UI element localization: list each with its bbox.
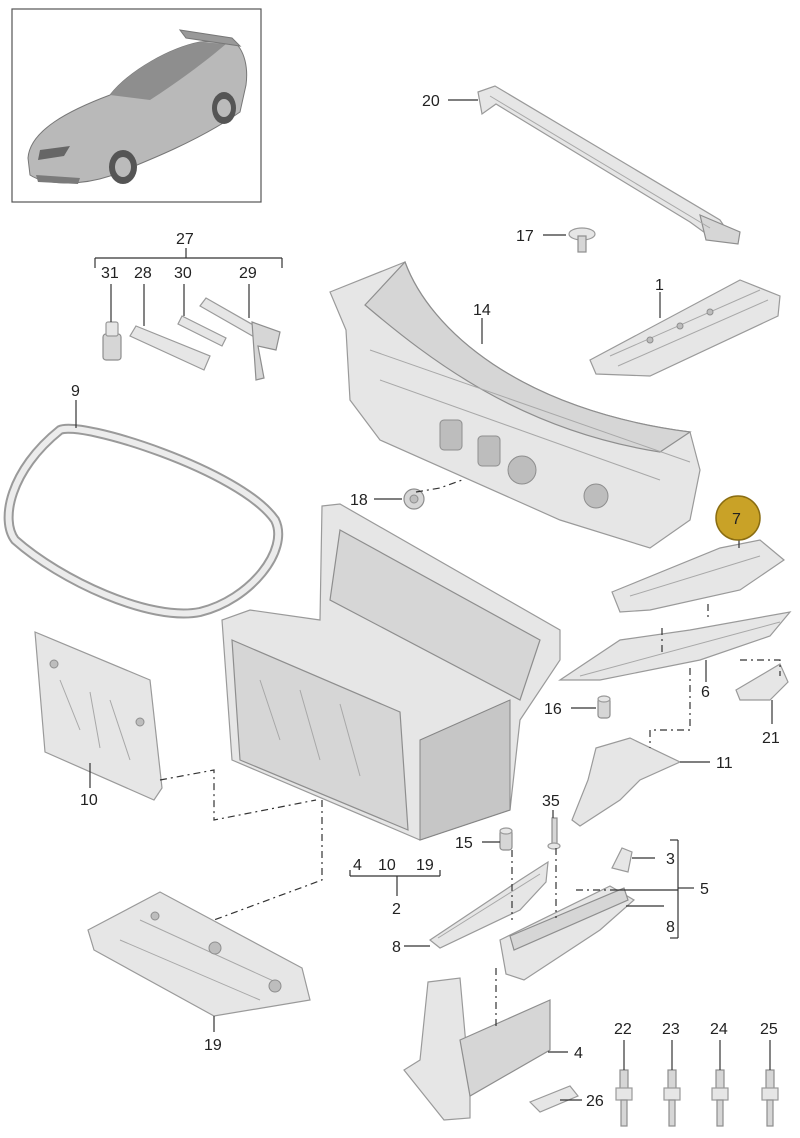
label-18: 18 [350, 492, 368, 509]
part-2-rear-module [221, 503, 561, 841]
label-21: 21 [762, 730, 780, 747]
part-9-frame-seal [3, 423, 284, 619]
vehicle-thumbnail [11, 8, 262, 203]
label-8-right: 8 [666, 919, 675, 936]
label-3: 3 [666, 851, 675, 868]
label-30: 30 [174, 265, 192, 282]
tool-28-tube [129, 325, 211, 371]
part-1-panel [589, 279, 781, 377]
label-31: 31 [101, 265, 119, 282]
label-9: 9 [71, 383, 80, 400]
part-35-bolt [547, 817, 561, 850]
part-21-bracket [735, 663, 789, 701]
part-5-rail-assembly [499, 885, 636, 981]
label-24: 24 [710, 1021, 728, 1038]
rivet-22 [615, 1069, 633, 1127]
label-29: 29 [239, 265, 257, 282]
part-11-support [571, 737, 682, 827]
part-3-plate [611, 847, 633, 873]
label-2-sub-4: 4 [353, 857, 362, 874]
label-5: 5 [700, 881, 709, 898]
part-4-pillar [403, 977, 551, 1121]
label-11: 11 [716, 755, 733, 772]
part-8-rail-left [428, 860, 549, 949]
part-15-spacer [499, 827, 513, 851]
label-20: 20 [422, 93, 440, 110]
part-6-rail [558, 611, 792, 681]
tool-29-gun [199, 297, 281, 381]
part-18-grommet [403, 488, 425, 510]
label-35: 35 [542, 793, 560, 810]
part-20-cross-brace [477, 85, 741, 245]
label-19: 19 [204, 1037, 222, 1054]
part-17-screw [568, 227, 596, 253]
label-4: 4 [574, 1045, 583, 1062]
leader-lines [75, 99, 773, 1101]
tool-31-bottle [102, 321, 122, 361]
label-25: 25 [760, 1021, 778, 1038]
label-7: 7 [732, 511, 741, 528]
part-26-clip [528, 1085, 579, 1113]
highlight-badge-7 [715, 495, 761, 541]
part-14-bulkhead [329, 260, 701, 549]
label-26: 26 [586, 1093, 604, 1110]
label-23: 23 [662, 1021, 680, 1038]
label-27: 27 [176, 231, 194, 248]
rivet-24 [711, 1069, 729, 1127]
label-17: 17 [516, 228, 534, 245]
part-19-floor-panel [87, 891, 311, 1017]
label-16: 16 [544, 701, 562, 718]
label-6: 6 [701, 684, 710, 701]
callout-labels: 20 17 1 14 18 27 31 28 30 29 9 7 6 21 16… [71, 93, 780, 1110]
assembly-lines [159, 479, 781, 1030]
label-28: 28 [134, 265, 152, 282]
label-22: 22 [614, 1021, 632, 1038]
label-14: 14 [473, 302, 491, 319]
tool-30-nozzle [177, 315, 227, 347]
label-8: 8 [392, 939, 401, 956]
label-2-sub-19: 19 [416, 857, 434, 874]
label-1: 1 [655, 277, 664, 294]
part-10-rear-panel [34, 631, 163, 801]
part-7-cross-member [611, 539, 785, 613]
label-15: 15 [455, 835, 473, 852]
label-10: 10 [80, 792, 98, 809]
label-2-sub-10: 10 [378, 857, 396, 874]
label-2: 2 [392, 901, 401, 918]
rivet-23 [663, 1069, 681, 1127]
rivet-25 [761, 1069, 779, 1127]
part-16-spacer [597, 695, 611, 719]
